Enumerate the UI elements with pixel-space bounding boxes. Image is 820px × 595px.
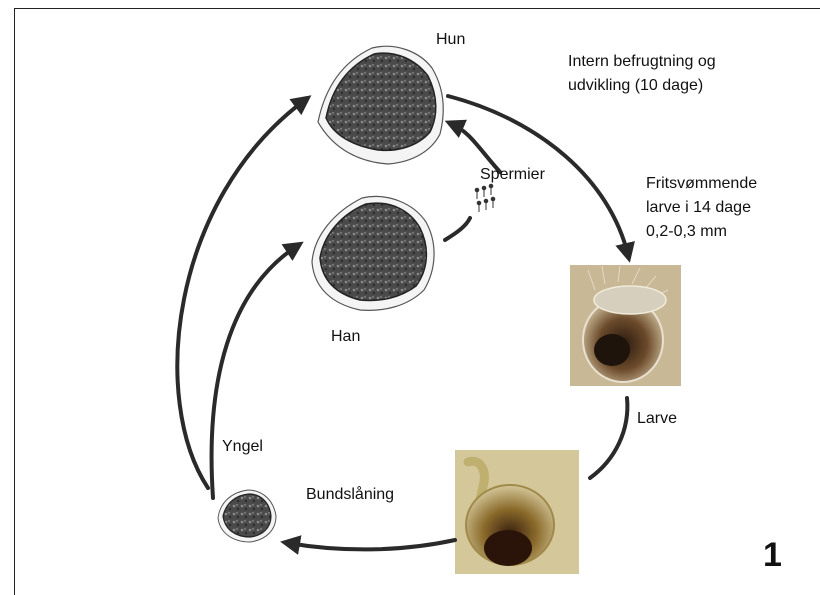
label-settlement: Bundslåning	[306, 483, 394, 507]
label-free-swimming-larva: Fritsvømmende larve i 14 dage 0,2-0,3 mm	[646, 172, 757, 244]
label-female: Hun	[436, 28, 465, 52]
male-oyster-illustration	[312, 196, 434, 310]
arrow-spat-to-female	[177, 100, 305, 488]
label-larva: Larve	[637, 407, 677, 431]
female-oyster-illustration	[318, 46, 443, 164]
arrow-larva-to-settling	[590, 398, 627, 478]
settling-larva-photo	[455, 450, 579, 574]
figure-number: 1	[763, 537, 782, 573]
arrow-settling-to-spat	[288, 540, 455, 549]
sperm-symbols	[475, 184, 495, 212]
label-spat: Yngel	[222, 435, 263, 459]
label-internal-fertilization: Intern befrugtning og udvikling (10 dage…	[568, 50, 716, 98]
label-sperm: Spermier	[480, 163, 545, 187]
arrow-male-to-sperm	[445, 218, 470, 240]
spat-oyster-illustration	[218, 490, 276, 542]
label-male: Han	[331, 325, 360, 349]
arrow-spat-to-male	[212, 246, 297, 498]
larva-photo	[570, 265, 681, 386]
